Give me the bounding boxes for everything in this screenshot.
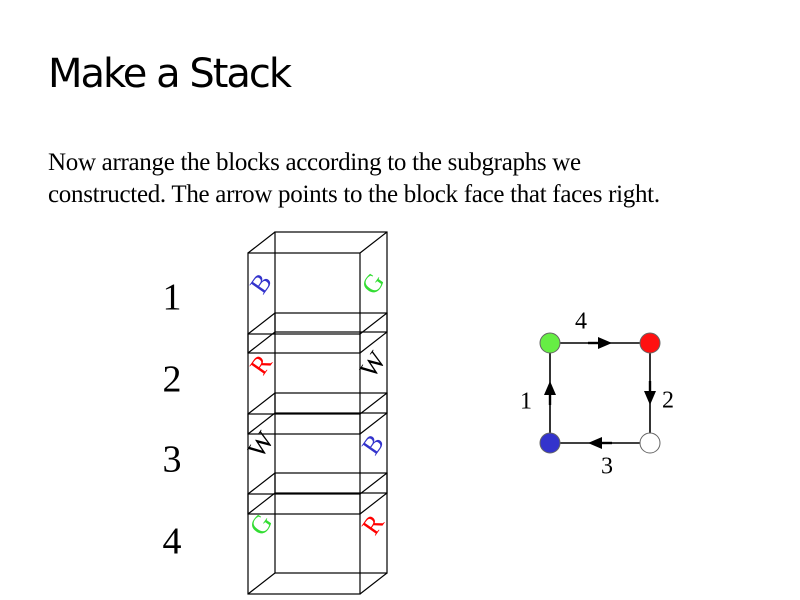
block-edge (359, 472, 388, 495)
row-number: 1 (163, 277, 182, 319)
arrowhead-icon (544, 381, 556, 395)
block-back-face (274, 472, 388, 574)
block-back-face (274, 392, 388, 494)
graph-edge-label: 4 (575, 309, 587, 335)
row-number: 2 (163, 359, 182, 401)
cycle-graph: 4 2 3 1 (520, 309, 674, 480)
body-line-1: Now arrange the blocks according to the … (48, 149, 581, 176)
block-edge (359, 312, 388, 335)
block-front-face (247, 252, 361, 354)
block-front-face (247, 333, 361, 435)
block-back-face (274, 312, 388, 414)
block-edge (247, 312, 276, 335)
block-edge (247, 231, 276, 254)
row-number: 4 (163, 521, 182, 563)
block-edge (359, 572, 388, 595)
graph-edge-label: 1 (520, 389, 532, 415)
slide-title: Make a Stack (48, 51, 292, 97)
graph-edge-label: 3 (601, 454, 613, 480)
block-edge (247, 412, 276, 435)
graph-node-white (639, 432, 661, 454)
block-edge (247, 392, 276, 415)
graph-node-blue (539, 432, 561, 454)
block-edge (359, 331, 388, 354)
block-front-face (247, 493, 361, 595)
arrowhead-icon (588, 437, 602, 449)
arrowhead-icon (644, 391, 656, 405)
block-edge (359, 392, 388, 415)
block-right-face-letter: G (356, 268, 391, 300)
block-edge (247, 472, 276, 495)
block-edge (359, 412, 388, 435)
slide-body-text: Now arrange the blocks according to the … (48, 147, 768, 211)
block-left-face-letter: B (244, 268, 278, 299)
row-number: 3 (163, 439, 182, 481)
block-edge (359, 231, 388, 254)
block-back-face (274, 231, 388, 333)
block-edge (247, 331, 276, 354)
body-line-2: constructed. The arrow points to the blo… (48, 181, 660, 208)
graph-edge-label: 2 (662, 388, 674, 414)
block-edge (359, 492, 388, 515)
graph-node-red (639, 332, 661, 354)
graph-node-green (539, 332, 561, 354)
arrowhead-icon (598, 337, 612, 349)
block-edge (247, 492, 276, 515)
block-front-face (247, 413, 361, 515)
block-edge (247, 572, 276, 595)
